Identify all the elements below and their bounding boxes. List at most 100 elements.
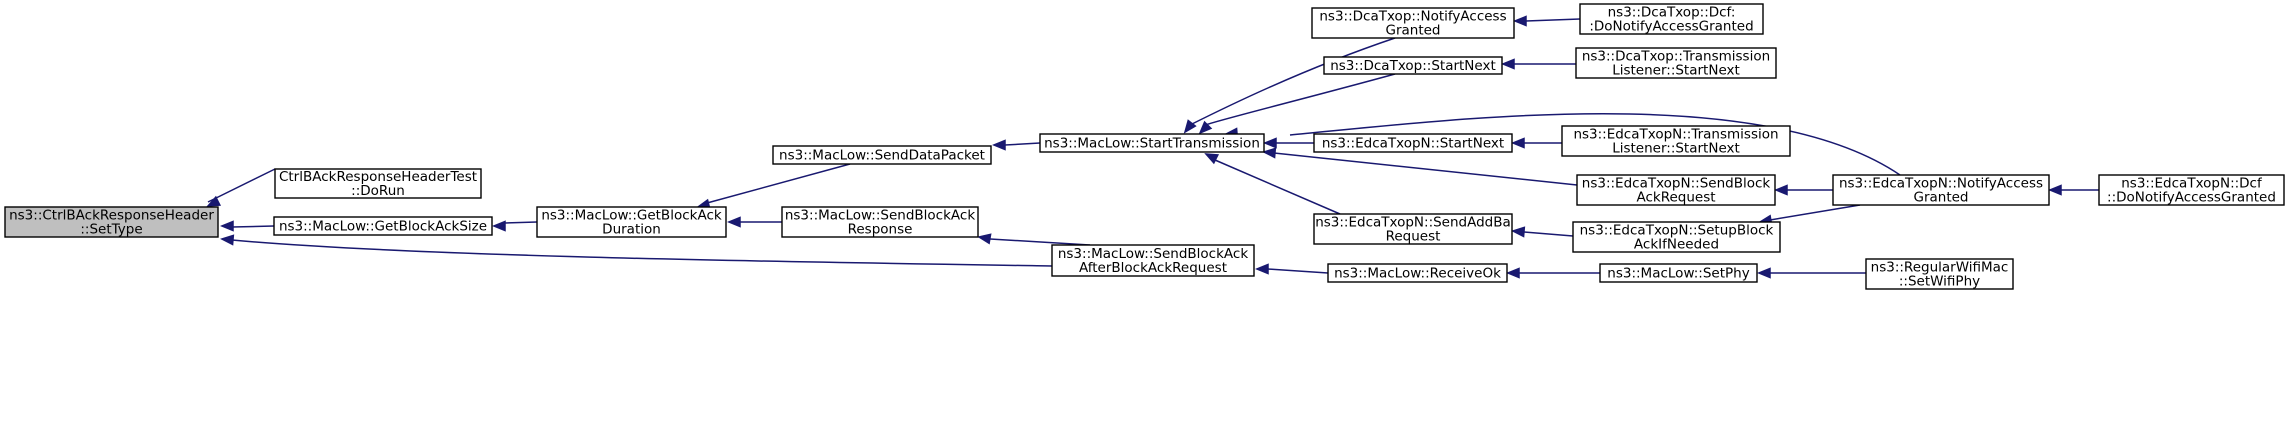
arrowhead-icon — [1774, 184, 1788, 196]
node-box[interactable] — [273, 216, 493, 236]
node-edcastartnext[interactable]: ns3::EdcaTxopN::StartNext — [1313, 133, 1513, 153]
call-edge-edcalistener-to-edcastartnext — [1511, 137, 1562, 149]
node-box[interactable] — [1039, 133, 1265, 153]
node-label-line: AckIfNeeded — [1634, 237, 1719, 253]
node-label-line: :DoNotifyAccessGranted — [1589, 19, 1753, 35]
arrowhead-icon — [1262, 147, 1277, 159]
node-edcalistener[interactable]: ns3::EdcaTxopN::TransmissionListener::St… — [1561, 125, 1791, 157]
node-label-line: ns3::MacLow::StartTransmission — [1044, 136, 1260, 152]
node-edcadcf[interactable]: ns3::EdcaTxopN::Dcf::DoNotifyAccessGrant… — [2098, 174, 2285, 206]
call-edge-receiveok-to-sendbaafter — [1255, 263, 1329, 275]
node-senddata[interactable]: ns3::MacLow::SendDataPacket — [772, 145, 992, 165]
node-regwifisetphy[interactable]: ns3::RegularWifiMac::SetWifiPhy — [1865, 258, 2014, 290]
node-edcanotify[interactable]: ns3::EdcaTxopN::NotifyAccessGranted — [1832, 174, 2050, 206]
node-box[interactable] — [2098, 174, 2285, 206]
arrowhead-icon — [977, 233, 992, 245]
node-box[interactable] — [1579, 3, 1764, 35]
node-label-line: ns3::MacLow::SetPhy — [1607, 266, 1749, 282]
node-box[interactable] — [1313, 133, 1513, 153]
node-box[interactable] — [1313, 213, 1513, 245]
node-box[interactable] — [1323, 56, 1503, 75]
node-box[interactable] — [1599, 263, 1758, 283]
node-label-line: Request — [1386, 229, 1441, 245]
node-starttx[interactable]: ns3::MacLow::StartTransmission — [1039, 133, 1265, 153]
node-box[interactable] — [1327, 263, 1508, 283]
node-box[interactable] — [536, 206, 727, 238]
arrowhead-icon — [1501, 58, 1515, 70]
node-dcastartnext[interactable]: ns3::DcaTxop::StartNext — [1323, 56, 1503, 75]
node-label-line: ns3::DcaTxop::Transmission — [1582, 49, 1770, 65]
node-dorun[interactable]: CtrlBAckResponseHeaderTest::DoRun — [274, 168, 482, 199]
node-label-line: ns3::DcaTxop::StartNext — [1330, 58, 1496, 74]
call-edge-regwifisetphy-to-setphy — [1757, 267, 1866, 279]
node-label-line: Granted — [1913, 190, 1968, 206]
node-label-line: ns3::MacLow::SendBlockAck — [1058, 246, 1248, 262]
edge-layer — [206, 15, 2099, 279]
call-edge-dcanotify-to-starttx — [1183, 37, 1396, 134]
node-receiveok[interactable]: ns3::MacLow::ReceiveOk — [1327, 263, 1508, 283]
node-dcalistener[interactable]: ns3::DcaTxop::TransmissionListener::Star… — [1575, 47, 1777, 79]
call-edge-edcasendaddba-to-starttx — [1204, 153, 1341, 215]
call-edge-dcadcf-to-dcanotify — [1513, 15, 1581, 27]
node-label-line: ns3::MacLow::SendDataPacket — [779, 148, 985, 164]
node-box[interactable] — [1576, 174, 1776, 206]
node-getbasize[interactable]: ns3::MacLow::GetBlockAckSize — [273, 216, 493, 236]
edge-line — [1769, 204, 1861, 221]
node-label-line: ns3::MacLow::GetBlockAckSize — [279, 219, 487, 235]
call-edge-dorun-to-settype — [206, 168, 276, 207]
node-box[interactable] — [1832, 174, 2050, 206]
edge-line — [1289, 113, 1901, 176]
node-label-line: Granted — [1385, 23, 1440, 39]
node-label-line: AfterBlockAckRequest — [1079, 260, 1227, 276]
call-edge-edcasetupba-to-edcasendaddba — [1511, 226, 1574, 238]
node-label-line: ns3::MacLow::GetBlockAck — [541, 208, 722, 224]
node-label-line: ns3::EdcaTxopN::NotifyAccess — [1839, 176, 2043, 192]
node-box[interactable] — [781, 206, 979, 238]
edge-line — [1189, 37, 1396, 126]
node-box[interactable] — [274, 168, 482, 199]
edge-line — [1204, 73, 1396, 126]
node-label-line: ns3::EdcaTxopN::Transmission — [1573, 127, 1778, 143]
node-dcadcf[interactable]: ns3::DcaTxop::Dcf::DoNotifyAccessGranted — [1579, 3, 1764, 35]
node-box[interactable] — [1572, 221, 1781, 253]
edge-line — [1214, 159, 1341, 215]
node-box[interactable] — [1575, 47, 1777, 79]
call-edge-dcastartnext-to-starttx — [1198, 73, 1396, 135]
node-box[interactable] — [1051, 244, 1255, 277]
arrowhead-icon — [492, 220, 506, 232]
node-label-line: ::SetType — [80, 222, 142, 238]
call-edge-edcastartnext-to-starttx — [1263, 137, 1314, 149]
arrowhead-icon — [220, 234, 235, 246]
node-setphy[interactable]: ns3::MacLow::SetPhy — [1599, 263, 1758, 283]
call-edge-sendbaafter-to-settype — [220, 234, 1053, 267]
node-layer: ns3::CtrlBAckResponseHeader::SetType Ctrl… — [4, 3, 2285, 290]
node-box[interactable] — [1865, 258, 2014, 290]
node-dcanotify[interactable]: ns3::DcaTxop::NotifyAccessGranted — [1311, 7, 1515, 39]
node-box[interactable] — [772, 145, 992, 165]
node-label-line: ns3::RegularWifiMac — [1871, 260, 2009, 276]
node-label-line: AckRequest — [1636, 190, 1715, 206]
call-edge-starttx-to-senddata — [992, 139, 1041, 151]
call-edge-dcalistener-to-dcastartnext — [1501, 58, 1576, 70]
arrowhead-icon — [1513, 15, 1527, 27]
node-label-line: ::DoNotifyAccessGranted — [2107, 190, 2276, 206]
node-settype[interactable]: ns3::CtrlBAckResponseHeader::SetType — [4, 206, 219, 238]
edge-line — [504, 221, 538, 224]
call-edge-getbasize-to-settype — [220, 220, 275, 232]
arrowhead-icon — [1506, 267, 1520, 279]
arrowhead-icon — [206, 195, 222, 207]
arrowhead-icon — [1183, 119, 1197, 134]
node-label-line: ::SetWifiPhy — [1899, 274, 1980, 290]
edge-line — [1525, 18, 1581, 22]
node-sendbaafter[interactable]: ns3::MacLow::SendBlockAckAfterBlockAckRe… — [1051, 244, 1255, 277]
node-label-line: ns3::EdcaTxopN::SetupBlock — [1580, 223, 1774, 239]
node-box[interactable] — [1311, 7, 1515, 39]
node-box[interactable] — [4, 206, 219, 238]
node-box[interactable] — [1561, 125, 1791, 157]
